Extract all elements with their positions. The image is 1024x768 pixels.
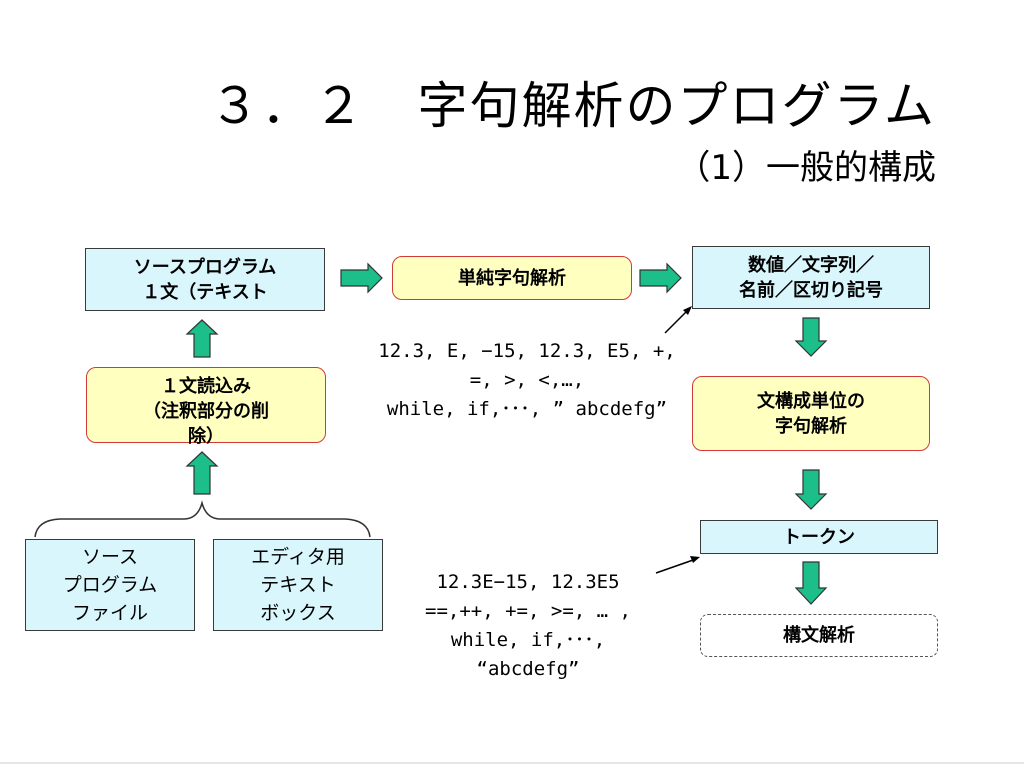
arrow-down-1 [794,317,828,357]
source-program-box: ソースプログラム １文（テキスト [85,248,325,311]
token-box: トークン [700,520,938,554]
brace [34,500,371,538]
arrow-right-1 [340,262,383,294]
arrow-right-2 [639,262,682,294]
pointer-line-2 [655,558,697,574]
token-examples: 12.3E−15, 12.3E5 ==,++, +=, >=, … , whil… [425,571,631,680]
arrow-up-2 [185,451,219,495]
arrow-up-1 [185,319,219,358]
arrow-down-3 [794,561,828,605]
pointer-head-1 [683,306,692,315]
unit-lexer-box: 文構成単位の 字句解析 [692,376,930,451]
source-file-box: ソース プログラム ファイル [25,539,195,631]
pointer-line-1 [664,308,690,334]
read-line-box: １文読込み （注釈部分の削 除） [86,367,326,447]
simple-lexer-examples: 12.3, E, −15, 12.3, E5, +, =, >, <,…, wh… [378,340,676,420]
arrow-down-2 [794,469,828,510]
page-title: ３．２ 字句解析のプログラム [209,77,936,135]
values-box: 数値／文字列／ 名前／区切り記号 [692,246,930,309]
pointer-head-2 [690,556,700,563]
parser-box: 構文解析 [700,614,938,657]
page-subtitle: （1）一般的構成 [676,148,936,188]
simple-lexer-box: 単純字句解析 [392,256,632,300]
editor-textbox-box: エディタ用 テキスト ボックス [213,539,383,631]
